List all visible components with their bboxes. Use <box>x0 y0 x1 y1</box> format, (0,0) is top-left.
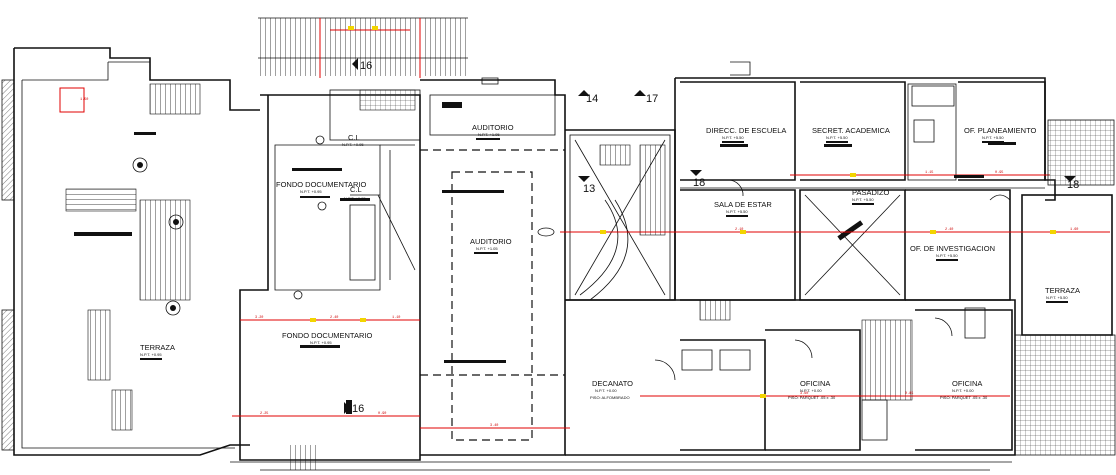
section-mark: 16 <box>352 403 364 415</box>
section-mark: 14 <box>586 93 598 105</box>
central-stair <box>565 129 676 301</box>
room-level-auditorio-upper: N.P.T. +1.05 <box>478 132 500 137</box>
dim-label: 1.15 <box>925 171 933 175</box>
dim-label: 2.40 <box>945 228 953 232</box>
dim-label: 2.10 <box>735 228 743 232</box>
section-mark: 17 <box>646 93 658 105</box>
room-level-sala: N.P.T. +5.50 <box>726 209 748 214</box>
room-name-terraza-right: TERRAZA <box>1045 286 1080 295</box>
section-mark: 13 <box>583 183 595 195</box>
room-name-secret: SECRET. ACADEMICA <box>812 126 890 135</box>
room-name-oficina1: OFICINA <box>800 379 830 388</box>
right-lower-block <box>565 299 1016 456</box>
room-name-auditorio-upper: AUDITORIO <box>472 123 514 132</box>
room-labels: AUDITORIO N.P.T. +1.05 AUDITORIO N.P.T. … <box>140 123 1080 400</box>
dim-label: 3.60 <box>800 392 808 396</box>
room-level-oficina1: N.P.T. +0.00 <box>800 388 822 393</box>
room-name-planeamiento: OF. PLANEAMIENTO <box>964 126 1037 135</box>
dim-label: 3.20 <box>255 316 263 320</box>
dim-label: 3.40 <box>490 424 498 428</box>
room-level-secret: N.P.T. +5.50 <box>826 135 848 140</box>
room-name-cl2: C.L <box>350 185 362 194</box>
bottom-edge <box>230 445 1012 471</box>
section-mark: 18 <box>693 177 705 189</box>
section-mark: 16 <box>360 60 372 72</box>
dim-label: 2.25 <box>260 412 268 416</box>
room-name-fondo-upper: FONDO DOCUMENTARIO <box>276 180 366 189</box>
room-name-terraza-left: TERRAZA <box>140 343 175 352</box>
floor-note-oficina1: PISO: PARQUET .05 x .30 <box>788 395 836 400</box>
room-level-direcc: N.P.T. +5.50 <box>722 135 744 140</box>
room-name-pasadizo: PASADIZO <box>852 188 890 197</box>
room-name-fondo-lower: FONDO DOCUMENTARIO <box>282 331 372 340</box>
room-level-cl2: N.P.T. +0.95 <box>344 196 366 201</box>
top-stairs <box>258 17 468 78</box>
room-level-decanato: N.P.T. +0.00 <box>595 388 617 393</box>
archive-block <box>232 89 421 461</box>
section-mark: 18 <box>1067 179 1079 191</box>
dim-label: 0.85 <box>905 392 913 396</box>
auditorium <box>420 77 570 456</box>
room-level-cl1: N.P.T. +0.95 <box>342 142 364 147</box>
room-level-terraza-right: N.P.T. +5.50 <box>1046 295 1068 300</box>
level-tags <box>310 26 1056 398</box>
room-name-cl1: C.L <box>348 133 360 142</box>
floor-note-decanato: PISO: ALFOMBRADO <box>590 395 630 400</box>
room-level-oficina2: N.P.T. +0.00 <box>952 388 974 393</box>
left-terrace <box>1 47 260 456</box>
room-name-sala: SALA DE ESTAR <box>714 200 772 209</box>
room-level-pasadizo: N.P.T. +5.50 <box>852 197 874 202</box>
room-level-fondo-lower: N.P.T. +0.95 <box>310 340 332 345</box>
dim-label: 2.40 <box>330 316 338 320</box>
dim-label: 0.95 <box>995 171 1003 175</box>
dim-label: 0.90 <box>378 412 386 416</box>
label-bars <box>140 138 1068 360</box>
room-level-terraza-left: N.P.T. +0.95 <box>140 352 162 357</box>
dimension-labels: 1.50 3.20 2.40 1.10 2.25 0.90 3.40 2.10 … <box>80 98 1078 428</box>
section-marks: 16 14 17 13 18 18 16 <box>344 58 1079 415</box>
room-level-planeamiento: N.P.T. +5.50 <box>982 135 1004 140</box>
room-level-fondo-upper: N.P.T. +0.95 <box>300 189 322 194</box>
room-name-direcc: DIRECC. DE ESCUELA <box>706 126 786 135</box>
room-level-auditorio-main: N.P.T. +1.05 <box>476 246 498 251</box>
right-upper-block <box>560 61 1116 456</box>
room-name-auditorio-main: AUDITORIO <box>470 237 512 246</box>
dim-label: 1.50 <box>80 98 88 102</box>
dim-label: 1.60 <box>1070 228 1078 232</box>
room-name-investigacion: OF. DE INVESTIGACION <box>910 244 995 253</box>
room-level-investigacion: N.P.T. +5.50 <box>936 253 958 258</box>
dim-label: 1.10 <box>392 316 400 320</box>
floor-note-oficina2: PISO: PARQUET .05 x .30 <box>940 395 988 400</box>
room-name-decanato: DECANATO <box>592 379 633 388</box>
room-name-oficina2: OFICINA <box>952 379 982 388</box>
